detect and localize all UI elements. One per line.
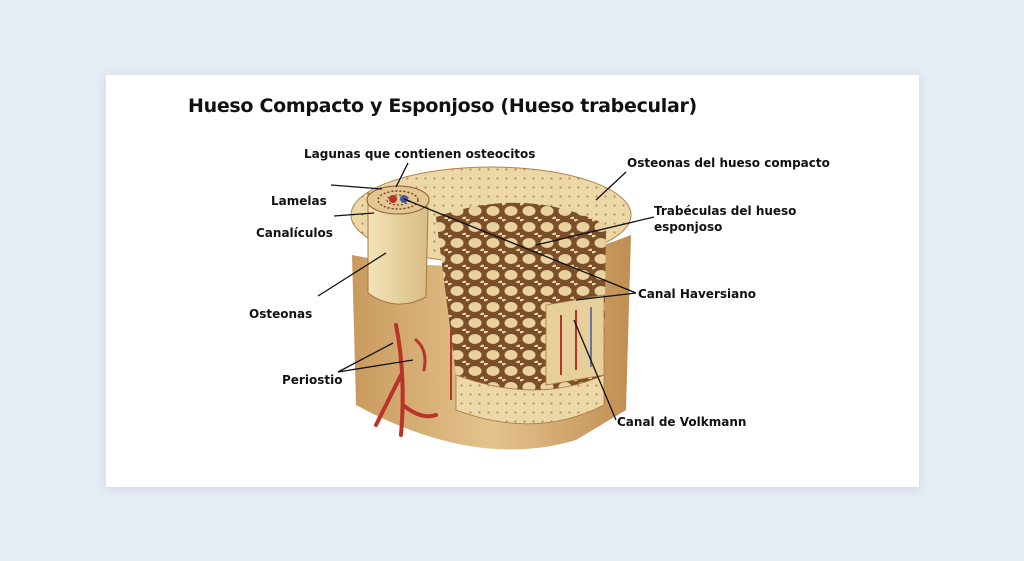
diagram-title: Hueso Compacto y Esponjoso (Hueso trabec… [188, 95, 697, 117]
label-trabeculas-2: esponjoso [654, 220, 722, 234]
osteon-cylinder [366, 185, 430, 305]
diagram-card: Hueso Compacto y Esponjoso (Hueso trabec… [106, 75, 919, 487]
label-lagunas: Lagunas que contienen osteocitos [304, 147, 535, 161]
label-canaliculos: Canalículos [256, 226, 333, 240]
periosteum-vessels [374, 323, 438, 437]
label-osteonas-compacto: Osteonas del hueso compacto [627, 156, 830, 170]
leader-lines [317, 162, 655, 421]
label-canal-haversiano: Canal Haversiano [638, 287, 756, 301]
label-lamelas: Lamelas [271, 194, 327, 208]
label-trabeculas-1: Trabéculas del hueso [654, 204, 796, 218]
bone-illustration: Lagunas que contienen osteocitos Lamelas… [249, 147, 830, 450]
label-periostio: Periostio [282, 373, 342, 387]
label-canal-volkmann: Canal de Volkmann [617, 415, 746, 429]
label-osteonas: Osteonas [249, 307, 312, 321]
